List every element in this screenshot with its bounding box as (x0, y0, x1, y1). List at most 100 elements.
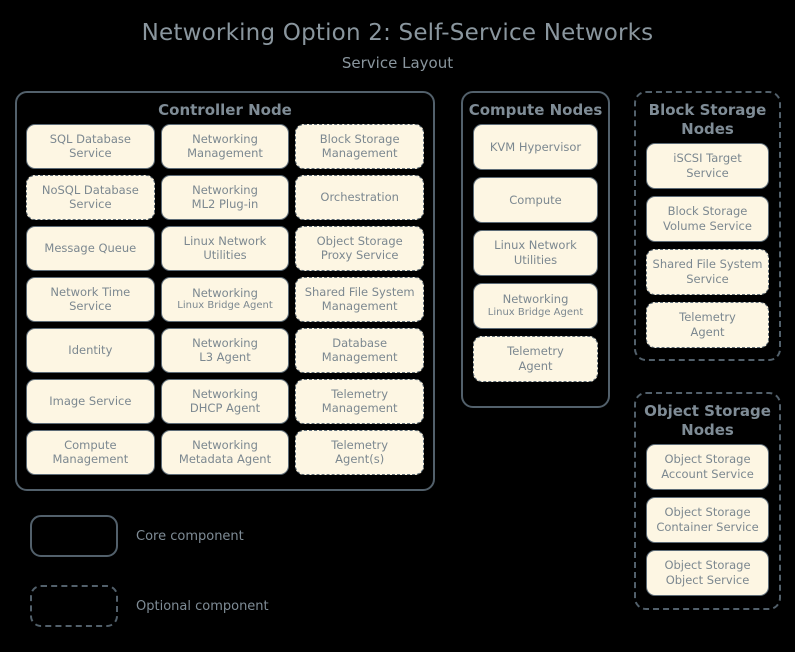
service-label-line1: Image Service (49, 394, 132, 409)
service-label-line1: Network Time (50, 284, 131, 299)
service-label-line1: Networking (192, 285, 258, 300)
service-label-line1: Networking (192, 182, 258, 197)
service-label-line1: Telemetry (679, 310, 736, 325)
service-label-line1: Object Storage (664, 558, 751, 573)
legend: Core component Optional component (30, 512, 360, 652)
service-label-line1: Block Storage (319, 131, 400, 146)
service-label-line1: Identity (68, 343, 113, 358)
service-label-line2: Management (321, 146, 398, 161)
service-box[interactable]: Compute (473, 176, 598, 223)
legend-label-core: Core component (136, 528, 244, 544)
service-label-line2: Management (321, 401, 398, 416)
service-label-line2: Management (321, 350, 398, 365)
service-label-line1: NoSQL Database (41, 182, 139, 197)
service-label-line2: Utilities (203, 248, 247, 263)
service-label-line1: Object Storage (664, 452, 751, 467)
service-label-line2: Metadata Agent (178, 452, 272, 467)
service-label-line1: Networking (502, 292, 569, 307)
service-box[interactable]: Message Queue (26, 225, 155, 271)
service-label-line2: Agent (518, 358, 553, 373)
service-label-line2: DHCP Agent (189, 401, 261, 416)
service-label-line1: Database (332, 335, 388, 350)
service-label-line2: Linux Bridge Agent (487, 306, 584, 318)
legend-row-optional: Optional component (30, 582, 360, 630)
service-label-line2: Service (686, 165, 729, 180)
compute-nodes-title: Compute Nodes (468, 101, 603, 119)
service-label-line1: Linux Network (183, 233, 267, 248)
service-box[interactable]: Image Service (26, 378, 155, 424)
service-label-line1: Object Storage (664, 505, 751, 520)
service-label-line2: Linux Bridge Agent (177, 300, 273, 312)
service-label-line2: Proxy Service (320, 248, 399, 263)
service-label-line1: Telemetry (507, 344, 564, 359)
page-title: Networking Option 2: Self-Service Networ… (141, 20, 654, 46)
service-label-line2: Agent (690, 324, 725, 339)
service-label-line1: Networking (192, 335, 258, 350)
legend-row-core: Core component (30, 512, 360, 560)
service-label-line2: ML2 Plug-in (191, 197, 259, 212)
service-box[interactable]: KVM Hypervisor (473, 123, 598, 170)
service-box[interactable]: Orchestration (295, 174, 425, 220)
title-block: Networking Option 2: Self-Service Networ… (0, 20, 795, 72)
service-label-line1: Linux Network (494, 238, 577, 253)
service-label-line1: Message Queue (44, 241, 137, 256)
service-box[interactable]: Identity (26, 327, 155, 373)
service-label-line1: Compute (509, 192, 562, 207)
service-label-line2: Management (187, 146, 263, 161)
service-label-line2: Service (69, 299, 112, 314)
service-label-line2: Utilities (513, 252, 558, 267)
service-label-line1: Block Storage (667, 204, 748, 219)
service-label-line1: Networking (192, 386, 258, 401)
block-storage-nodes-title: Block Storage Nodes (648, 101, 767, 138)
legend-swatch-core (30, 515, 118, 557)
service-label-line1: Telemetry (331, 437, 389, 452)
service-label-line1: Networking (192, 437, 258, 452)
service-label-line2: Account Service (661, 466, 754, 481)
service-label-line2: Service (69, 146, 112, 161)
service-label-line1: Shared File System (652, 257, 763, 272)
service-label-line1: Telemetry (331, 386, 389, 401)
legend-label-optional: Optional component (136, 598, 269, 614)
service-label-line1: Compute (64, 437, 117, 452)
service-label-line2: Object Service (665, 572, 750, 587)
legend-swatch-optional (30, 585, 118, 627)
service-label-line1: Orchestration (320, 190, 399, 205)
